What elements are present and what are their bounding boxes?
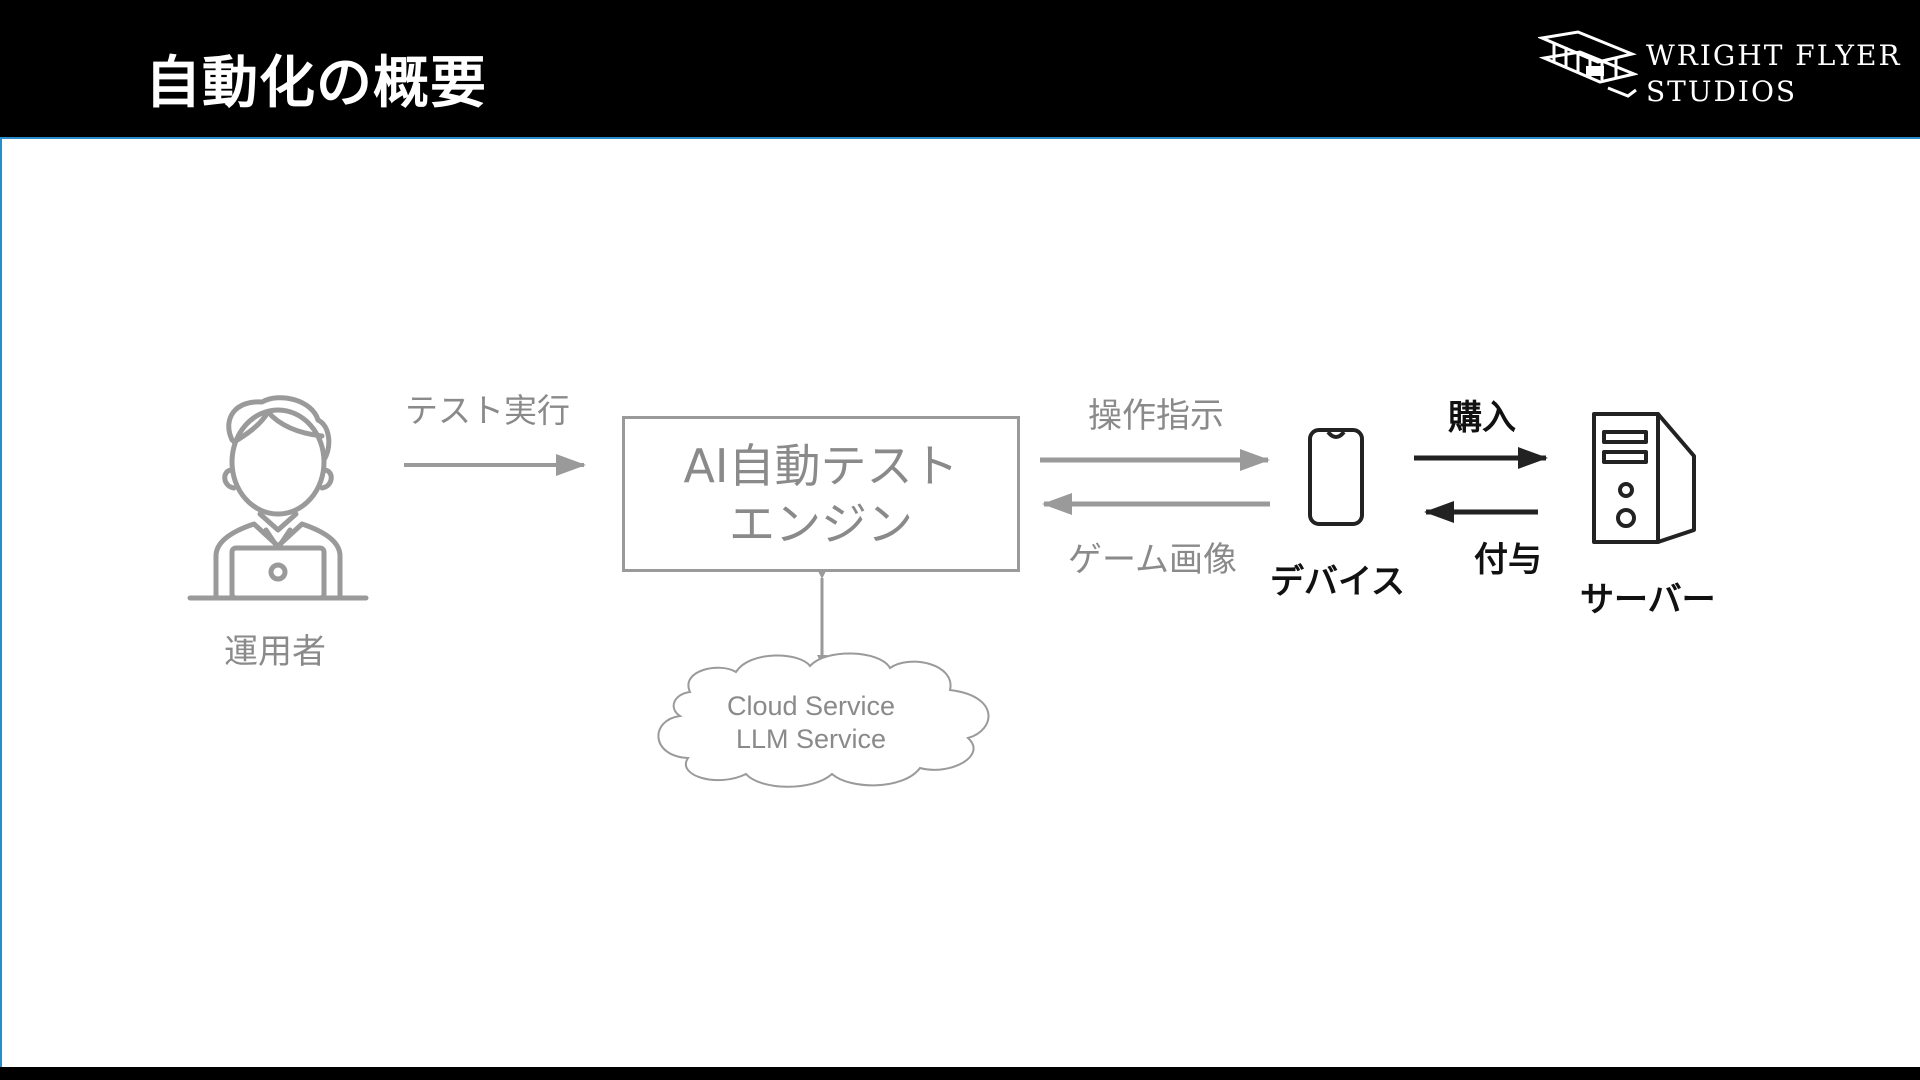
server-icon <box>1592 412 1696 544</box>
device-label: デバイス <box>1270 562 1405 602</box>
biplane-icon <box>1536 30 1639 98</box>
cloud-line-1: Cloud Service <box>726 691 896 721</box>
engine-line-2: エンジン <box>729 497 913 551</box>
operator-icon <box>187 395 369 601</box>
header-bar: 自動化の概要 WRIGHT FLYER STUDIOS <box>0 0 1920 136</box>
operator-label: 運用者 <box>224 632 326 672</box>
smartphone-icon <box>1308 428 1364 526</box>
ai-test-engine-box: AI自動テスト エンジン <box>622 416 1020 572</box>
engine-line-1: AI自動テスト <box>683 439 959 493</box>
cloud-shape <box>657 652 990 788</box>
logo-wordmark: WRIGHT FLYER STUDIOS <box>1646 38 1902 110</box>
game-image-label: ゲーム画像 <box>1068 540 1237 580</box>
test-exec-label: テスト実行 <box>405 391 570 430</box>
logo-line-2: STUDIOS <box>1646 75 1798 108</box>
server-label: サーバー <box>1580 580 1716 620</box>
cloud-line-2: LLM Service <box>735 724 887 754</box>
slide-canvas <box>0 137 1920 1069</box>
footer-bar <box>0 1067 1920 1080</box>
logo-line-1: WRIGHT FLYER <box>1646 39 1902 72</box>
page-title: 自動化の概要 <box>145 51 487 116</box>
grant-label: 付与 <box>1474 540 1542 580</box>
purchase-label: 購入 <box>1448 398 1516 438</box>
cloud-service-label: Cloud Service LLM Service <box>680 690 942 756</box>
engine-label: AI自動テスト エンジン <box>625 437 1017 553</box>
company-logo: WRIGHT FLYER STUDIOS <box>1536 28 1900 108</box>
operation-label: 操作指示 <box>1088 396 1224 436</box>
